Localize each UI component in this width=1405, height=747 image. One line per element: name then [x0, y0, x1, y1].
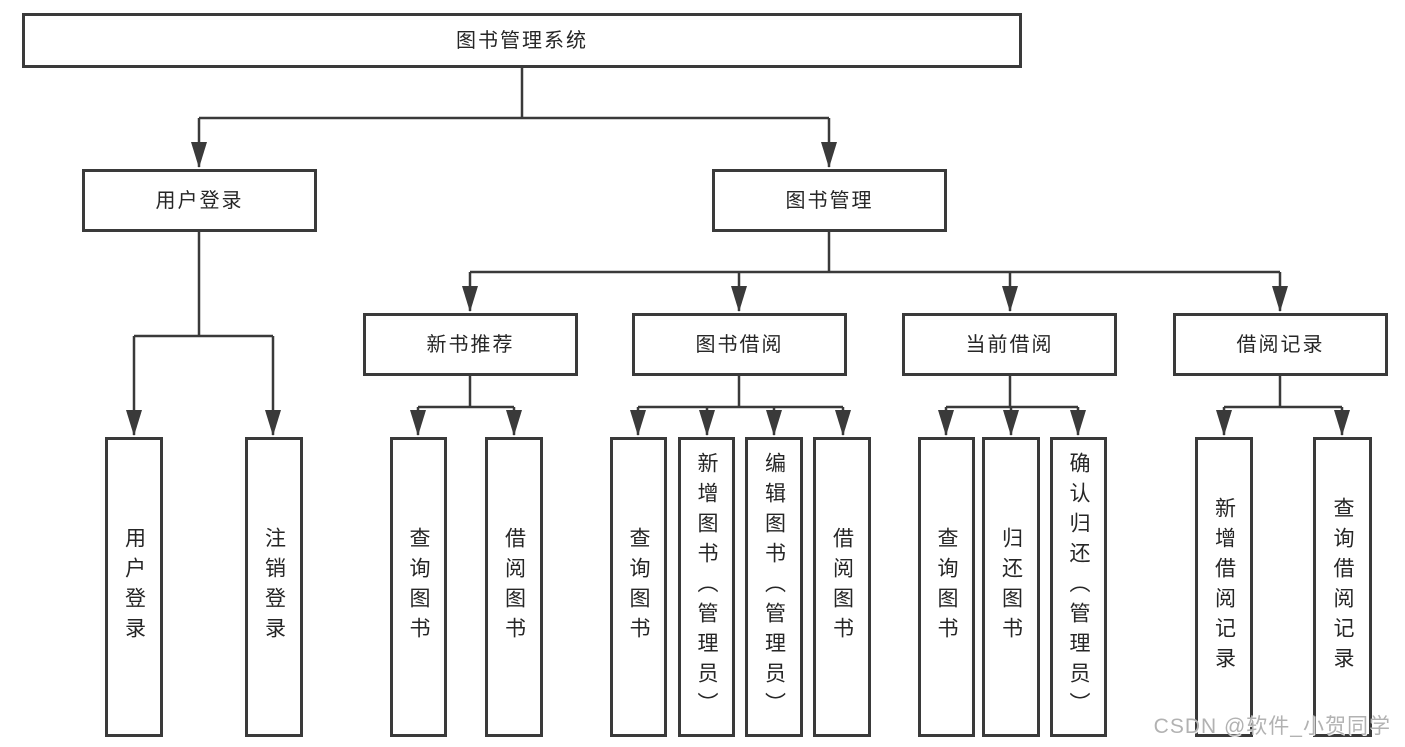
- node-leaf-cb-return-label: 归还图书: [999, 527, 1023, 647]
- node-root-label: 图书管理系统: [456, 29, 588, 52]
- node-current-borrow: 当前借阅: [902, 313, 1117, 376]
- connector-userlogin-bar: [134, 230, 273, 338]
- node-new-books-label: 新书推荐: [426, 333, 515, 356]
- node-leaf-cb-confirm-label: 确认归还（管理员）: [1067, 452, 1090, 722]
- node-leaf-user-login: 用户登录: [105, 437, 163, 737]
- node-leaf-bb-add-label: 新增图书（管理员）: [695, 452, 718, 722]
- node-leaf-bb-edit: 编辑图书（管理员）: [745, 437, 803, 737]
- node-current-borrow-label: 当前借阅: [965, 333, 1054, 356]
- node-leaf-bb-query: 查询图书: [610, 437, 667, 737]
- node-leaf-nb-borrow-label: 借阅图书: [502, 527, 526, 647]
- node-leaf-cb-confirm: 确认归还（管理员）: [1050, 437, 1107, 737]
- node-leaf-br-query-label: 查询借阅记录: [1331, 497, 1354, 677]
- connector-borrowrecords-bar: [1224, 374, 1342, 409]
- node-leaf-logout: 注销登录: [245, 437, 303, 737]
- node-leaf-logout-label: 注销登录: [262, 527, 286, 647]
- node-leaf-nb-query: 查询图书: [390, 437, 447, 737]
- node-user-login: 用户登录: [82, 169, 317, 232]
- node-leaf-nb-borrow: 借阅图书: [485, 437, 543, 737]
- node-new-books: 新书推荐: [363, 313, 578, 376]
- node-leaf-cb-return: 归还图书: [982, 437, 1040, 737]
- connector-bookmgmt-bar: [470, 230, 1280, 274]
- node-borrow-records-label: 借阅记录: [1236, 333, 1325, 356]
- node-book-mgmt-label: 图书管理: [785, 189, 874, 212]
- node-leaf-br-query: 查询借阅记录: [1313, 437, 1372, 737]
- connector-newbooks-bar: [418, 374, 514, 409]
- node-leaf-user-login-label: 用户登录: [122, 527, 146, 647]
- node-leaf-cb-query: 查询图书: [918, 437, 975, 737]
- connector-bookborrow-bar: [638, 374, 843, 409]
- node-leaf-cb-query-label: 查询图书: [935, 527, 958, 647]
- node-leaf-bb-query-label: 查询图书: [627, 527, 650, 647]
- node-book-borrow: 图书借阅: [632, 313, 847, 376]
- node-book-borrow-label: 图书借阅: [695, 333, 784, 356]
- node-leaf-bb-borrow-label: 借阅图书: [830, 527, 854, 647]
- node-leaf-br-add: 新增借阅记录: [1195, 437, 1253, 737]
- node-borrow-records: 借阅记录: [1173, 313, 1388, 376]
- node-leaf-bb-edit-label: 编辑图书（管理员）: [762, 452, 786, 722]
- node-book-mgmt: 图书管理: [712, 169, 947, 232]
- connector-root-bar: [199, 66, 829, 120]
- node-user-login-label: 用户登录: [155, 189, 244, 212]
- watermark: CSDN @软件_小贺同学: [1153, 715, 1391, 738]
- connector-currentborrow-bar: [946, 374, 1078, 409]
- node-leaf-bb-add: 新增图书（管理员）: [678, 437, 735, 737]
- node-root: 图书管理系统: [22, 13, 1022, 68]
- node-leaf-nb-query-label: 查询图书: [407, 527, 430, 647]
- node-leaf-br-add-label: 新增借阅记录: [1212, 497, 1236, 677]
- node-leaf-bb-borrow: 借阅图书: [813, 437, 871, 737]
